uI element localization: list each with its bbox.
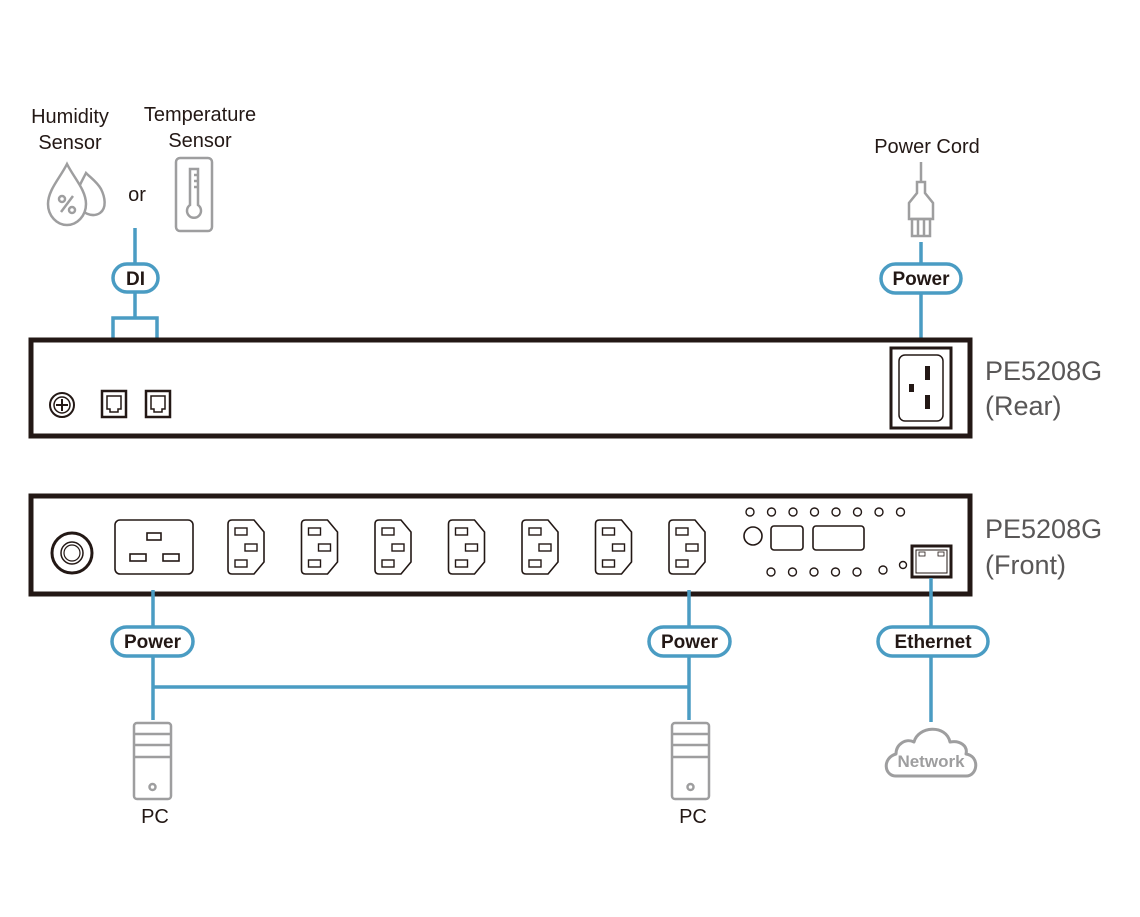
ethernet-label: Ethernet — [894, 632, 972, 653]
grounding-screw-icon — [49, 392, 75, 418]
circuit-breaker-icon[interactable] — [50, 531, 94, 575]
display-window-large — [812, 525, 865, 551]
di-label-pill: DI — [111, 262, 160, 294]
reset-button[interactable] — [743, 526, 763, 546]
power-inlet-c20[interactable] — [889, 346, 953, 430]
status-led — [766, 507, 777, 517]
front-model-label: PE5208G — [985, 514, 1102, 544]
status-led — [809, 507, 820, 517]
di-port-1[interactable] — [100, 389, 128, 419]
ethernet-label-pill: Ethernet — [876, 625, 990, 658]
thermometer-icon — [174, 156, 214, 233]
c19-outlet[interactable] — [114, 519, 194, 575]
pc-right-label: PC — [679, 806, 707, 828]
status-led — [766, 567, 776, 577]
status-led — [809, 567, 819, 577]
front-power-right-label: Power — [661, 632, 719, 653]
status-led — [874, 507, 884, 517]
pc-left-label: PC — [141, 806, 169, 828]
temperature-sensor-label-line2: Sensor — [168, 130, 232, 152]
front-power-right-label-pill: Power — [647, 625, 732, 658]
rear-power-label-pill: Power — [879, 262, 963, 295]
rear-view-label: (Rear) — [985, 391, 1062, 421]
pc-tower-icon — [132, 721, 173, 801]
di-port-2[interactable] — [144, 389, 172, 419]
rear-model-label: PE5208G — [985, 356, 1102, 386]
front-power-left-label: Power — [124, 632, 182, 653]
front-view-label: (Front) — [985, 550, 1066, 580]
status-led — [852, 507, 863, 517]
bottom-led-row — [766, 560, 908, 577]
top-led-row — [745, 507, 906, 517]
activity-led — [898, 560, 908, 570]
di-label: DI — [126, 269, 145, 290]
status-led — [852, 567, 862, 577]
power-plug-icon — [907, 162, 935, 238]
status-led — [787, 567, 798, 577]
pe5208g-rear-panel — [28, 337, 973, 439]
c13-outlet[interactable] — [447, 519, 486, 575]
status-led — [745, 507, 755, 517]
status-led — [895, 507, 906, 517]
link-led — [878, 565, 888, 575]
c13-outlet[interactable] — [300, 519, 339, 575]
c13-outlets — [227, 519, 706, 575]
status-led — [788, 507, 798, 517]
status-led — [831, 507, 841, 517]
or-label: or — [128, 184, 146, 206]
humidity-sensor-label-line2: Sensor — [38, 132, 102, 154]
c13-outlet[interactable] — [521, 519, 559, 575]
c13-outlet[interactable] — [227, 519, 265, 575]
ethernet-port[interactable] — [910, 544, 953, 579]
network-cloud-icon: Network — [884, 727, 978, 778]
c13-outlet[interactable] — [668, 519, 706, 575]
humidity-drop-icon — [46, 161, 106, 227]
c13-outlet[interactable] — [594, 519, 633, 575]
pc-tower-icon — [670, 721, 711, 801]
temperature-sensor-label-line1: Temperature — [144, 104, 256, 126]
network-label: Network — [897, 752, 965, 771]
humidity-sensor-label-line1: Humidity — [31, 106, 109, 128]
power-cord-label: Power Cord — [874, 136, 980, 158]
rear-power-label: Power — [892, 269, 950, 290]
front-power-left-label-pill: Power — [110, 625, 195, 658]
status-led — [830, 567, 841, 577]
display-window-small — [770, 525, 804, 551]
c13-outlet[interactable] — [374, 519, 412, 575]
